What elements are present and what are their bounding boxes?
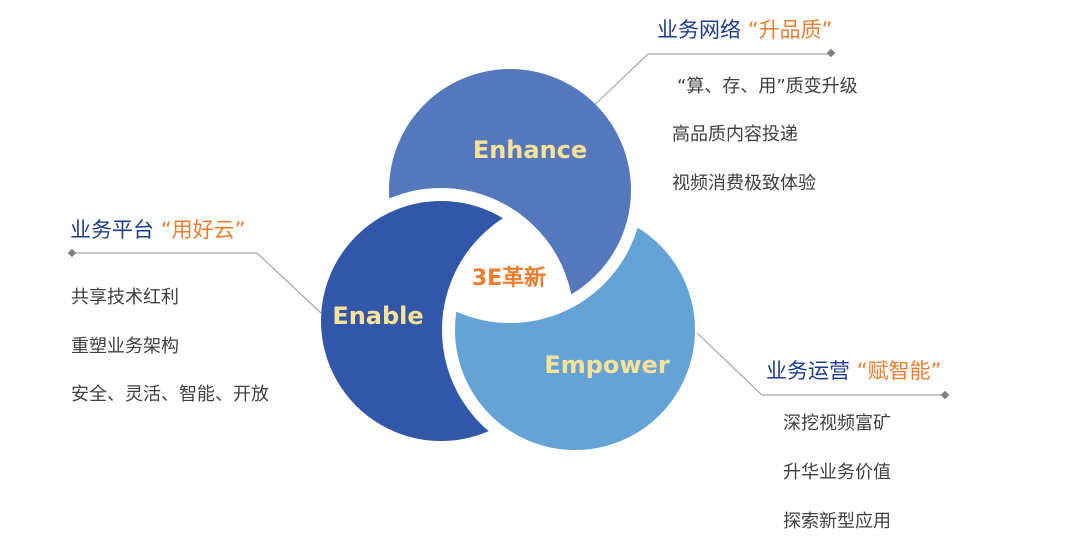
petal-label-enable: Enable — [332, 302, 423, 330]
list-item: 视频消费极致体验 — [672, 173, 816, 194]
connector-diamond — [826, 48, 836, 58]
list-item: 重塑业务架构 — [71, 336, 179, 357]
list-item: 共享技术红利 — [71, 287, 179, 308]
list-item: 升华业务价值 — [783, 462, 891, 483]
section-heading: 业务平台 “用好云” — [70, 214, 245, 244]
petal-label-enhance: Enhance — [473, 136, 587, 164]
section-heading: 业务运营 “赋智能” — [766, 355, 941, 385]
list-item: 探索新型应用 — [783, 511, 891, 532]
list-item: 高品质内容投递 — [672, 124, 798, 145]
connector-platform — [67, 248, 322, 314]
heading-accent: “赋智能” — [856, 359, 942, 383]
petal-enable — [321, 201, 561, 441]
heading-lead: 业务运营 — [766, 359, 850, 383]
section-heading: 业务网络 “升品质” — [657, 14, 832, 44]
list-item: “算、存、用”质变升级 — [677, 76, 858, 97]
heading-accent: “用好云” — [160, 218, 246, 242]
heading-lead: 业务网络 — [657, 18, 741, 42]
list-item: 安全、灵活、智能、开放 — [71, 384, 269, 405]
heading-accent: “升品质” — [747, 18, 833, 42]
connector-operations — [696, 332, 950, 400]
heading-lead: 业务平台 — [70, 218, 154, 242]
petal-label-empower: Empower — [544, 351, 670, 379]
connector-diamond — [67, 248, 77, 258]
connector-diamond — [940, 390, 950, 400]
center-label: 3E革新 — [472, 265, 546, 291]
list-item: 深挖视频富矿 — [783, 413, 891, 434]
